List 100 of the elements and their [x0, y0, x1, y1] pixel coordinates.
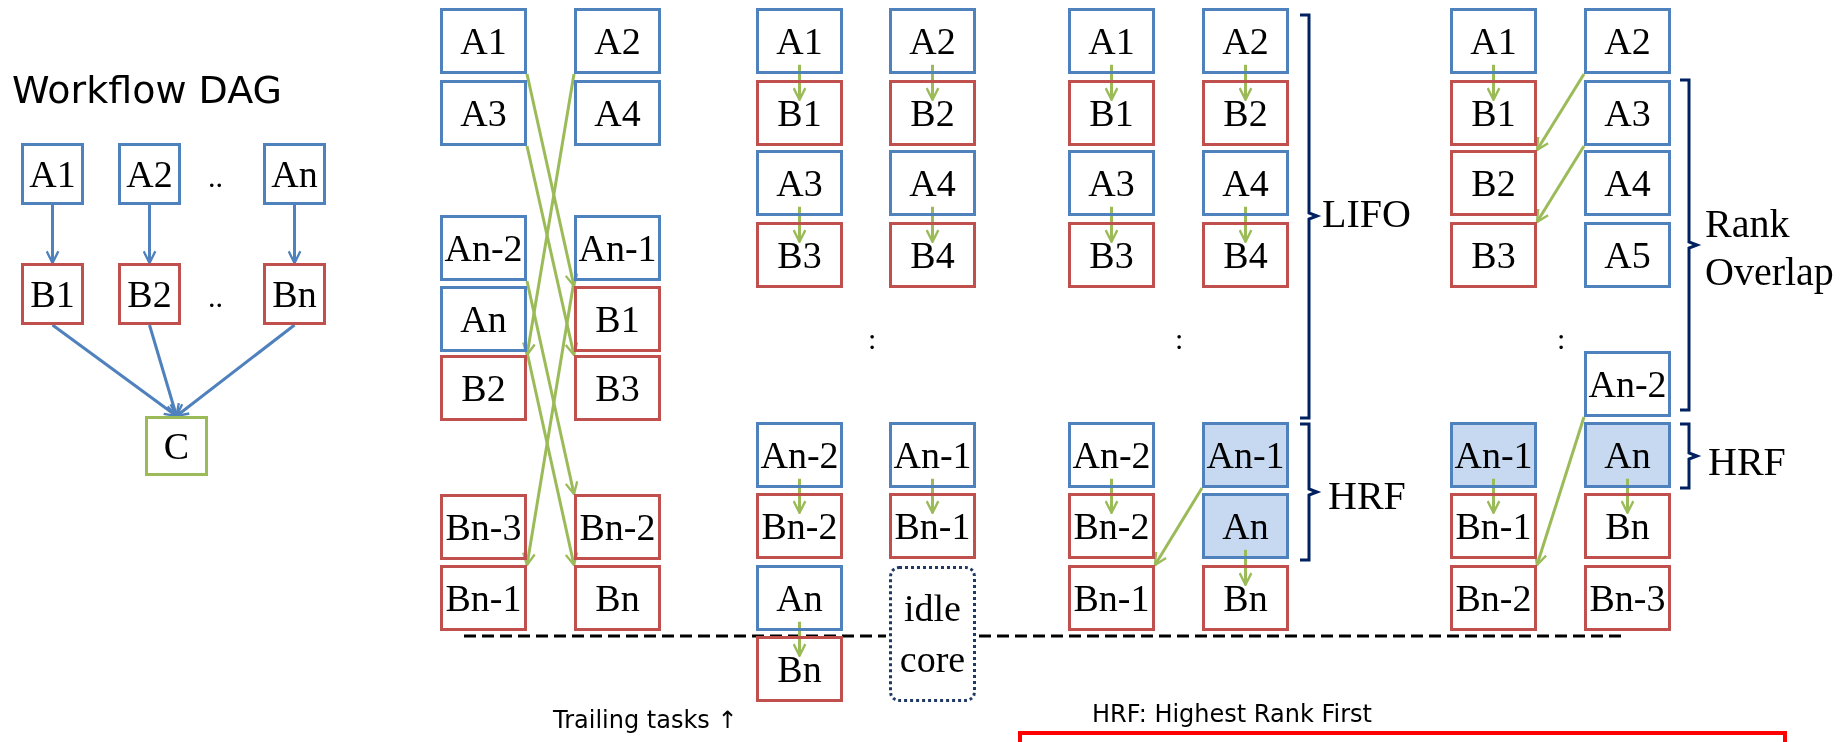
idle-core-box: idle core	[889, 566, 976, 702]
bracket-label: HRF	[1708, 438, 1786, 485]
arrow	[1486, 64, 1501, 101]
task-box: A2	[574, 8, 661, 74]
task-box: A2	[118, 143, 181, 205]
bracket-label: LIFO	[1322, 190, 1411, 237]
arrow	[925, 478, 940, 514]
arrow	[525, 73, 579, 288]
task-box: An-2	[1068, 422, 1155, 488]
task-box: A1	[1450, 8, 1537, 74]
task-box: A1	[440, 8, 527, 74]
arrow	[1535, 145, 1586, 224]
task-box: Bn	[1584, 493, 1671, 559]
arrow	[1238, 206, 1253, 243]
task-box: Bn-1	[1068, 565, 1155, 631]
task-box: Bn-1	[889, 493, 976, 559]
arrow	[525, 145, 579, 357]
task-box: A4	[1584, 150, 1671, 216]
arrow	[792, 64, 807, 101]
task-box: A3	[1584, 80, 1671, 146]
arrow	[525, 280, 579, 496]
task-box: A5	[1584, 222, 1671, 288]
task-box: A3	[1068, 150, 1155, 216]
task-box: B2	[1450, 150, 1537, 216]
arrow	[1620, 478, 1635, 514]
task-box: An	[263, 143, 326, 205]
arrow	[925, 206, 940, 243]
task-box: Bn-1	[1450, 493, 1537, 559]
task-box: Bn	[1202, 565, 1289, 631]
arrow	[792, 621, 807, 657]
task-box: Bn-2	[1450, 565, 1537, 631]
task-box: Bn-3	[440, 494, 527, 560]
task-box: B1	[1068, 80, 1155, 146]
arrow	[1104, 478, 1119, 514]
task-box: An-2	[756, 422, 843, 488]
arrow	[175, 323, 296, 418]
arrow	[1486, 478, 1501, 514]
arrow	[1153, 487, 1204, 567]
ellipsis: :	[868, 322, 877, 356]
arrow	[287, 205, 302, 265]
task-box: A2	[1202, 8, 1289, 74]
highlighted-task-box: An	[1202, 493, 1289, 559]
task-box: Bn-3	[1584, 565, 1671, 631]
bracket-label: HRF	[1328, 472, 1406, 519]
task-box: B4	[1202, 222, 1289, 288]
task-box: Bn-2	[1068, 493, 1155, 559]
heading: Workflow DAG	[12, 68, 282, 112]
task-box: B2	[1202, 80, 1289, 146]
arrow	[792, 206, 807, 243]
task-box: A4	[574, 80, 661, 146]
task-box: A2	[889, 8, 976, 74]
task-box: An-2	[1584, 351, 1671, 417]
ellipsis: :	[1175, 322, 1184, 356]
task-box: B4	[889, 222, 976, 288]
task-box: B3	[1450, 222, 1537, 288]
highlighted-task-box: An	[1584, 422, 1671, 488]
task-box: A2	[1584, 8, 1671, 74]
task-box: Bn-1	[440, 565, 527, 631]
task-box: Bn	[756, 636, 843, 702]
highlighted-task-box: An-1	[1202, 422, 1289, 488]
task-box: An	[756, 565, 843, 631]
task-box: A3	[440, 80, 527, 146]
task-box: B1	[1450, 80, 1537, 146]
highlighted-task-box: An-1	[1450, 422, 1537, 488]
arrow	[925, 64, 940, 101]
task-box: B2	[118, 263, 181, 325]
arrow	[142, 205, 157, 265]
task-box: An-1	[574, 215, 661, 281]
arrow	[1533, 416, 1586, 567]
task-box: B2	[440, 355, 527, 421]
task-box: B1	[574, 286, 661, 352]
task-box: A1	[21, 143, 84, 205]
task-box: B3	[756, 222, 843, 288]
arrow	[1238, 64, 1253, 101]
arrow	[792, 478, 807, 514]
task-box: B1	[756, 80, 843, 146]
arrow	[45, 205, 60, 265]
task-box: A4	[889, 150, 976, 216]
task-box: Bn	[574, 565, 661, 631]
task-box: A3	[756, 150, 843, 216]
task-box: A1	[756, 8, 843, 74]
task-box: B3	[1068, 222, 1155, 288]
arrow	[525, 351, 579, 567]
note-text: HRF: Highest Rank First	[1092, 700, 1372, 728]
ellipsis: ..	[208, 280, 223, 314]
task-box: C	[145, 416, 208, 476]
arrow	[1104, 64, 1119, 101]
task-box: B3	[574, 355, 661, 421]
arrow	[1535, 73, 1586, 152]
bracket-label: Rank Overlap	[1705, 200, 1835, 296]
task-box: An-2	[440, 215, 527, 281]
task-box: A4	[1202, 150, 1289, 216]
ellipsis: ..	[208, 160, 223, 194]
task-box: A1	[1068, 8, 1155, 74]
task-box: B2	[889, 80, 976, 146]
task-box: An	[440, 286, 527, 352]
arrow	[1104, 206, 1119, 243]
ellipsis: :	[1557, 322, 1566, 356]
task-box: Bn-2	[574, 494, 661, 560]
arrow	[522, 73, 576, 357]
